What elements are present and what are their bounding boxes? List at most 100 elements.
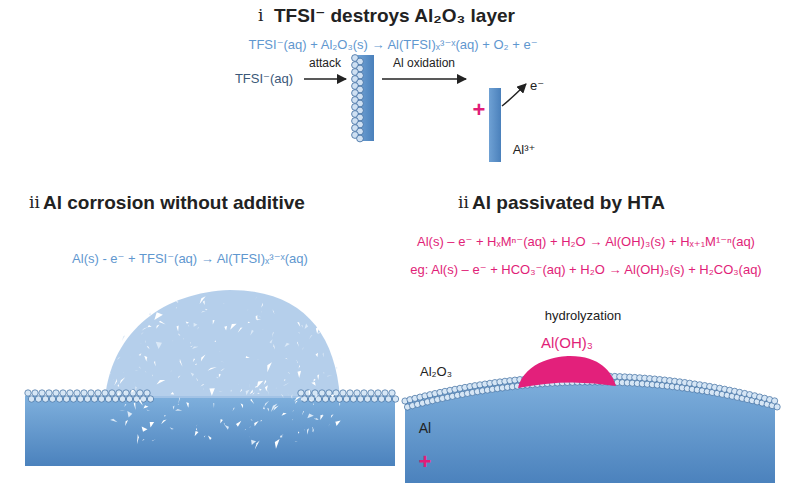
aloh3-deposit <box>518 356 616 388</box>
debris-shard <box>176 307 177 309</box>
debris-shard <box>316 353 318 357</box>
debris-shard <box>196 428 197 431</box>
debris-shard <box>292 419 293 421</box>
debris-shard <box>297 322 300 327</box>
debris-shard <box>261 303 263 308</box>
debris-shard <box>315 394 319 398</box>
oxide-particle <box>354 390 360 396</box>
debris-shard <box>176 301 179 303</box>
debris-shard <box>195 431 199 436</box>
debris-shard <box>230 324 236 330</box>
al-substrate <box>405 377 775 483</box>
debris-shard <box>164 415 165 417</box>
oxide-particle <box>130 390 136 396</box>
debris-shard <box>267 390 268 396</box>
oxide-particle <box>116 390 122 396</box>
debris-shard <box>173 405 175 409</box>
oxide-particle <box>46 390 52 396</box>
debris-shard <box>263 406 265 409</box>
debris-shard <box>262 328 264 330</box>
debris-shard <box>190 345 193 346</box>
debris-shard <box>122 336 125 341</box>
debris-shard <box>202 322 203 323</box>
debris-shard <box>302 411 304 415</box>
panel-numeral: ⅱ <box>29 193 40 213</box>
oxide-particle <box>42 396 48 402</box>
debris-shard <box>220 368 224 371</box>
debris-shard <box>180 359 183 367</box>
oxide-particle <box>357 396 363 402</box>
debris-shard <box>125 420 128 426</box>
debris-shard <box>196 377 198 380</box>
debris-shard <box>295 441 298 443</box>
bare-al-bar <box>489 88 501 162</box>
debris-shard <box>272 332 273 337</box>
debris-shard <box>147 346 150 349</box>
oxide-particle <box>67 390 73 396</box>
debris-shard <box>117 391 119 395</box>
layer-label: Al₂O₃ <box>420 365 452 380</box>
debris-shard <box>178 333 180 335</box>
arrow-label: attack <box>309 57 341 71</box>
oxide-particle <box>84 396 90 402</box>
debris-shard <box>283 382 290 385</box>
debris-shard <box>200 384 204 386</box>
debris-shard <box>139 398 143 405</box>
debris-shard <box>120 377 126 384</box>
debris-shard <box>170 370 171 372</box>
debris-shard <box>338 357 342 359</box>
oxide-particle <box>319 390 325 396</box>
debris-shard <box>149 313 151 317</box>
debris-shard <box>189 342 191 344</box>
debris-shard <box>298 365 299 369</box>
attack-arrow <box>304 78 346 80</box>
oxide-particle <box>112 396 118 402</box>
debris-shard <box>317 374 319 380</box>
al-substrate <box>25 396 395 466</box>
debris-shard <box>297 342 299 347</box>
debris-shard <box>238 327 243 332</box>
debris-shard <box>246 356 250 358</box>
debris-shard <box>259 388 262 390</box>
debris-shard <box>135 386 137 392</box>
debris-shard <box>177 325 179 331</box>
debris-shard <box>127 411 132 418</box>
debris-shard <box>305 323 309 328</box>
debris-shard <box>264 401 269 407</box>
oxide-particle <box>774 404 780 410</box>
debris-shard <box>200 296 206 304</box>
debris-shard <box>224 423 226 427</box>
debris-shard <box>267 362 272 372</box>
debris-shard <box>196 424 198 426</box>
debris-shard <box>255 297 256 301</box>
debris-shard <box>178 376 181 379</box>
debris-shard <box>236 421 241 427</box>
debris-shard <box>203 388 205 389</box>
oxide-particle <box>298 390 304 396</box>
debris-shard <box>139 353 142 356</box>
deposit-label: Al(OH)₃ <box>541 334 593 351</box>
debris-shard <box>207 367 216 371</box>
debris-shard <box>219 374 221 378</box>
oxide-particle <box>91 396 97 402</box>
oxide-particle <box>35 396 41 402</box>
corrosion-cloud <box>105 290 340 398</box>
debris-shard <box>204 436 206 438</box>
debris-shard <box>327 401 331 402</box>
debris-shard <box>114 379 117 386</box>
debris-shard <box>267 408 269 412</box>
debris-shard <box>142 427 148 432</box>
debris-shard <box>315 427 316 429</box>
debris-shard <box>310 400 313 401</box>
oxide-particle <box>375 390 381 396</box>
debris-shard <box>240 389 242 392</box>
charge-sign: + <box>419 449 432 474</box>
debris-shard <box>224 326 227 330</box>
debris-shard <box>175 409 182 410</box>
oxide-particle <box>28 396 34 402</box>
panel-title: Al passivated by HTA <box>472 192 665 214</box>
debris-shard <box>255 386 257 388</box>
debris-shard <box>110 373 112 374</box>
debris-shard <box>113 378 115 379</box>
arrow-label: Al oxidation <box>393 57 455 71</box>
